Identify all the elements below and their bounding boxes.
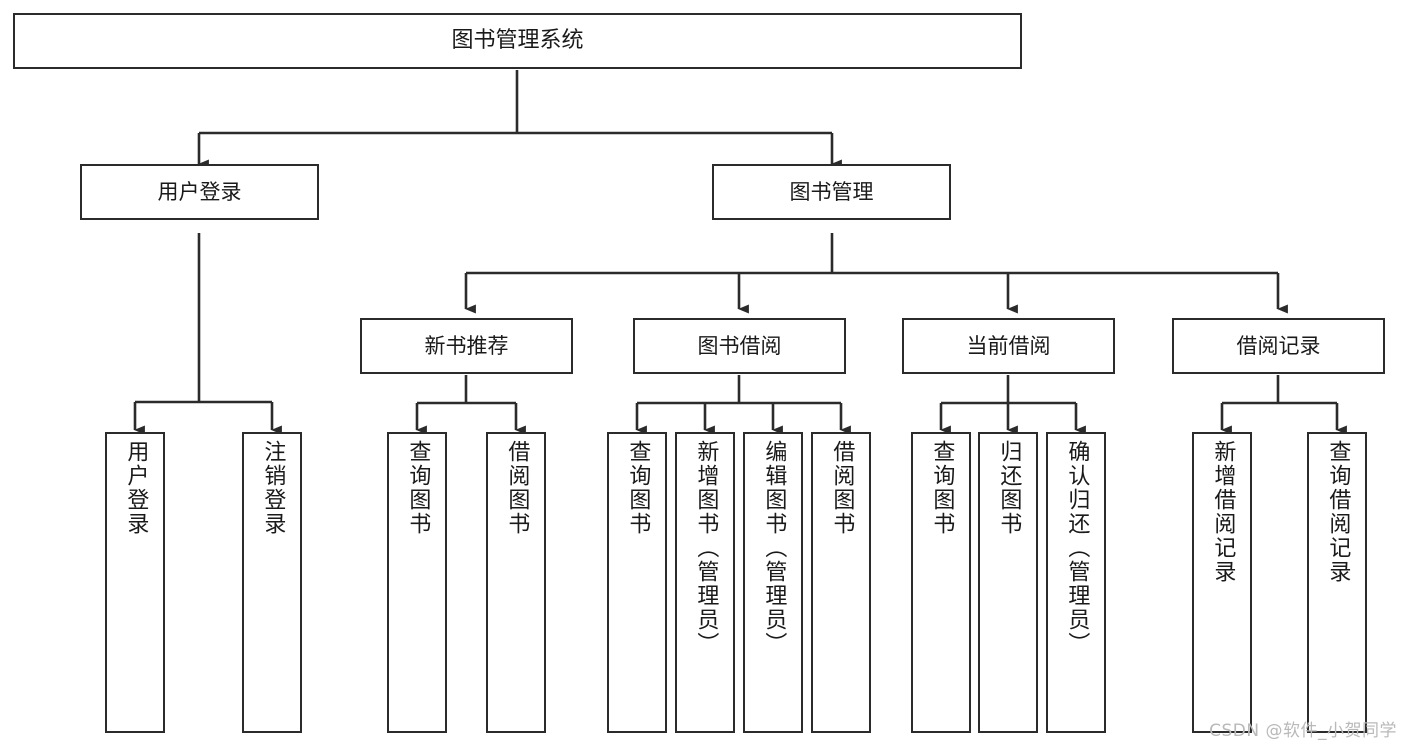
node-leaf-edit-book[interactable]: 编辑图书（管理员） [743, 432, 803, 733]
node-label: 编辑图书（管理员） [761, 440, 787, 656]
node-label: 借阅图书 [829, 440, 855, 536]
node-leaf-borrow-book-2[interactable]: 借阅图书 [811, 432, 871, 733]
node-leaf-query-record[interactable]: 查询借阅记录 [1307, 432, 1367, 733]
node-label: 图书管理系统 [451, 28, 584, 54]
node-book-management[interactable]: 图书管理 [712, 164, 951, 220]
node-label: 新增图书（管理员） [693, 440, 719, 656]
node-leaf-confirm-return[interactable]: 确认归还（管理员） [1046, 432, 1106, 733]
node-label: 当前借阅 [966, 333, 1051, 358]
node-label: 新增借阅记录 [1210, 440, 1236, 584]
node-label: 用户登录 [157, 179, 242, 204]
node-label: 查询借阅记录 [1325, 440, 1351, 584]
node-leaf-user-login[interactable]: 用户登录 [105, 432, 165, 733]
node-leaf-return-book[interactable]: 归还图书 [978, 432, 1038, 733]
node-label: 借阅记录 [1236, 333, 1321, 358]
node-leaf-query-book-2[interactable]: 查询图书 [607, 432, 667, 733]
node-new-book-recommend[interactable]: 新书推荐 [360, 318, 573, 374]
node-borrow-record[interactable]: 借阅记录 [1172, 318, 1385, 374]
node-label: 图书管理 [789, 179, 874, 204]
csdn-watermark: CSDN @软件_小贺同学 [1209, 721, 1397, 741]
node-label: 新书推荐 [424, 333, 509, 358]
node-current-borrow[interactable]: 当前借阅 [902, 318, 1115, 374]
node-leaf-borrow-book-1[interactable]: 借阅图书 [486, 432, 546, 733]
node-label: 图书借阅 [697, 333, 782, 358]
node-leaf-user-logout[interactable]: 注销登录 [242, 432, 302, 733]
node-leaf-add-book[interactable]: 新增图书（管理员） [675, 432, 735, 733]
node-label: 归还图书 [996, 440, 1022, 536]
node-root-system[interactable]: 图书管理系统 [13, 13, 1022, 69]
node-label: 查询图书 [929, 440, 955, 536]
node-label: 查询图书 [405, 440, 431, 536]
node-leaf-add-record[interactable]: 新增借阅记录 [1192, 432, 1252, 733]
node-user-login[interactable]: 用户登录 [80, 164, 319, 220]
node-label: 用户登录 [123, 440, 149, 536]
node-label: 查询图书 [625, 440, 651, 536]
node-book-borrow[interactable]: 图书借阅 [633, 318, 846, 374]
node-leaf-query-book-3[interactable]: 查询图书 [911, 432, 971, 733]
node-label: 借阅图书 [504, 440, 530, 536]
node-leaf-query-book-1[interactable]: 查询图书 [387, 432, 447, 733]
node-label: 确认归还（管理员） [1064, 440, 1090, 656]
node-label: 注销登录 [260, 440, 286, 536]
